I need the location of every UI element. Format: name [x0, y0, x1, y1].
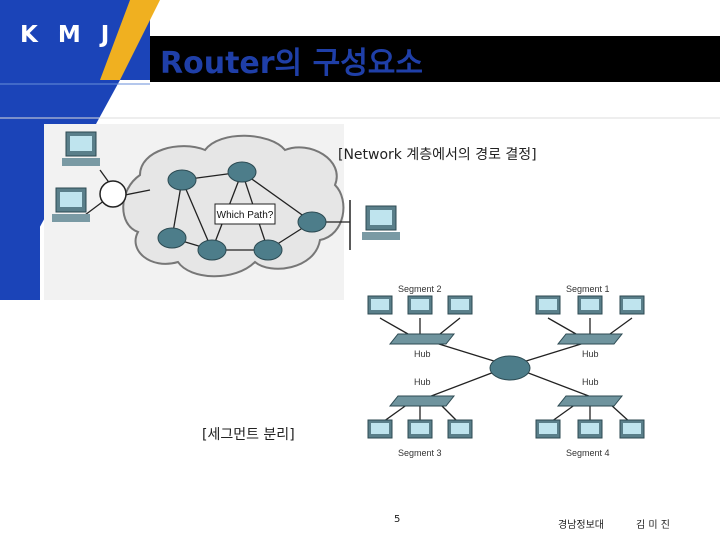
footer-author: 김 미 진	[636, 520, 670, 531]
caption-segment-separation: [세그먼트 분리]	[202, 427, 295, 443]
network-path-figure: Which Path?	[44, 124, 400, 300]
router-icon	[157, 227, 187, 249]
segment-3-label: Segment 3	[398, 448, 442, 458]
hub-label: Hub	[582, 349, 599, 359]
segment-figure: Segment 2 Segment 1 Segment 3 Segment 4 …	[354, 278, 720, 464]
segment-4-label: Segment 4	[566, 448, 610, 458]
hub-label: Hub	[582, 377, 599, 387]
hub-icon	[556, 395, 624, 407]
hub-icon	[556, 333, 624, 345]
router-icon	[197, 239, 227, 261]
segment-1-label: Segment 1	[566, 284, 610, 294]
segment-2-label: Segment 2	[398, 284, 442, 294]
hub-label: Hub	[414, 377, 431, 387]
computer-icon	[362, 205, 400, 240]
router-icon	[253, 239, 283, 261]
router-icon	[489, 355, 531, 381]
hub-label: Hub	[414, 349, 431, 359]
page-number: 5	[394, 514, 401, 525]
which-path-label: Which Path?	[217, 210, 274, 221]
hub-icon	[388, 333, 456, 345]
footer-school: 경남정보대	[558, 520, 604, 531]
header-bar	[150, 36, 720, 82]
router-icon	[167, 169, 197, 191]
page-title: Router의 구성요소	[160, 46, 423, 81]
router-icon	[227, 161, 257, 183]
caption-network-path: [Network 계층에서의 경로 결정]	[338, 147, 537, 163]
hub-icon	[388, 395, 456, 407]
router-icon	[297, 211, 327, 233]
brand-logo: K M J	[20, 22, 116, 48]
computer-icon	[52, 187, 90, 222]
accent-stripe	[100, 0, 160, 80]
computer-icon	[62, 131, 100, 166]
